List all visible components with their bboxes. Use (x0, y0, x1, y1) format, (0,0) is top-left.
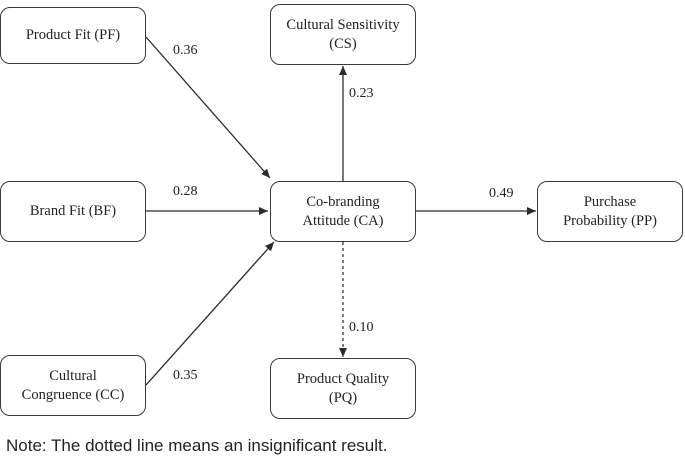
node-product-fit-label: Product Fit (PF) (25, 27, 121, 43)
node-purchase-probability: Purchase Probability (PP) (537, 181, 683, 242)
node-purchase-probability-label-line1: Purchase (583, 193, 637, 210)
node-cultural-congruence-label-line1: Cultural (49, 367, 97, 384)
arrow-pf-to-ca (145, 36, 271, 179)
node-cultural-congruence-label-line2: Congruence (CC) (21, 386, 125, 403)
arrow-cc-to-ca (145, 241, 275, 386)
node-product-quality: Product Quality (PQ) (270, 358, 416, 419)
path-diagram: Product Fit (PF) Brand Fit (BF) Cultural… (0, 4, 683, 419)
path-arrows (145, 36, 536, 386)
node-co-branding-attitude-label-line2: Attitude (CA) (302, 212, 384, 229)
node-product-quality-label-line1: Product Quality (296, 370, 390, 387)
node-cultural-sensitivity-label-line1: Cultural Sensitivity (286, 16, 400, 33)
node-co-branding-attitude-label-line1: Co-branding (306, 193, 380, 210)
node-product-quality-label-line2: (PQ) (328, 389, 358, 406)
coef-bf-ca: 0.28 (173, 184, 198, 199)
node-brand-fit-label: Brand Fit (BF) (29, 203, 117, 219)
node-brand-fit: Brand Fit (BF) (0, 181, 146, 242)
coef-pf-ca: 0.36 (173, 43, 198, 58)
node-purchase-probability-label-line2: Probability (PP) (563, 212, 657, 229)
coef-ca-pq: 0.10 (349, 320, 374, 335)
node-cultural-sensitivity: Cultural Sensitivity (CS) (270, 4, 416, 65)
node-cultural-congruence: Cultural Congruence (CC) (0, 355, 146, 416)
coef-cc-ca: 0.35 (173, 368, 198, 383)
node-co-branding-attitude: Co-branding Attitude (CA) (270, 181, 416, 242)
coef-ca-cs: 0.23 (349, 86, 374, 101)
node-cultural-sensitivity-label-line2: (CS) (329, 35, 357, 52)
coef-ca-pp: 0.49 (489, 186, 514, 201)
node-product-fit: Product Fit (PF) (0, 7, 146, 64)
footnote: Note: The dotted line means an insignifi… (6, 436, 388, 455)
